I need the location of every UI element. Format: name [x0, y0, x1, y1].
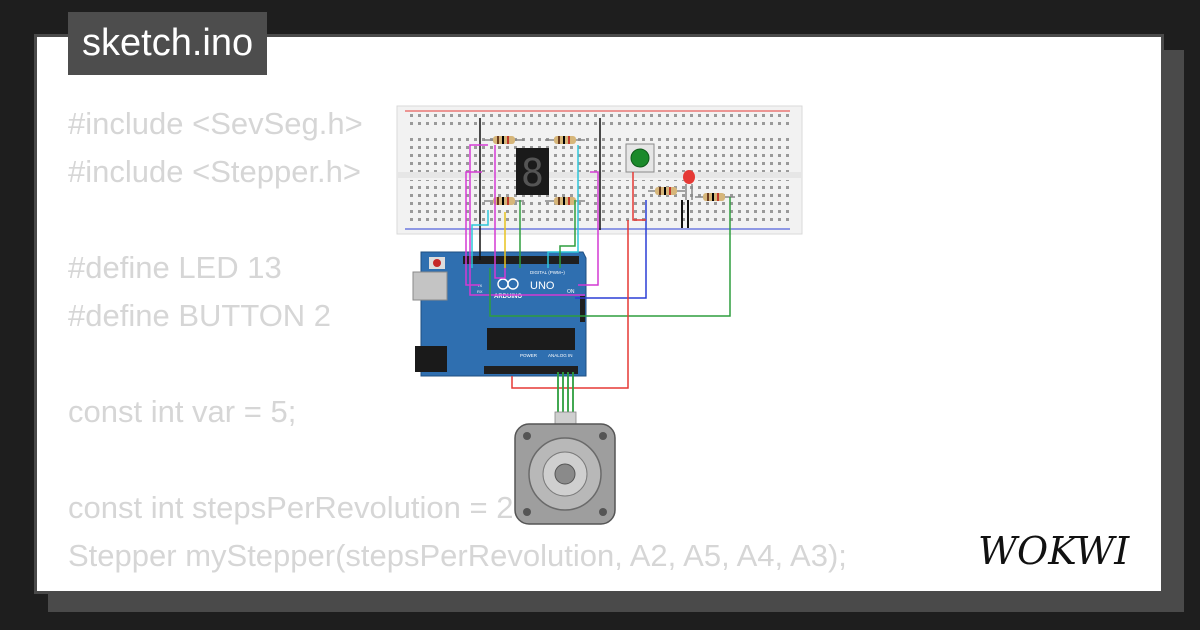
- wokwi-logo: WOKWI: [978, 529, 1130, 573]
- code-line: const int var = 5;: [68, 394, 297, 429]
- wire: [465, 171, 482, 286]
- usb-port: [412, 271, 448, 301]
- wire: [511, 220, 629, 389]
- stepper-wires: [554, 372, 577, 425]
- push-button: [625, 143, 655, 173]
- microcontroller-chip: [487, 328, 575, 350]
- analog-label: ANALOG IN: [548, 353, 573, 358]
- led: [683, 170, 695, 200]
- digital-label: DIGITAL (PWM~): [530, 270, 565, 275]
- wire: [547, 145, 579, 268]
- wire: [489, 197, 731, 317]
- wires: [465, 118, 731, 389]
- board-model-label: UNO: [530, 280, 555, 292]
- power-analog-header: [484, 366, 578, 374]
- arduino-uno-board: ARDUINO UNO DIGITAL (PWM~) POWER ANALOG …: [412, 251, 587, 377]
- seven-segment-display: 8: [516, 148, 549, 195]
- code-line: #define BUTTON 2: [68, 298, 332, 333]
- wire: [575, 200, 647, 299]
- code-line: #include <Stepper.h>: [68, 154, 362, 189]
- power-jack: [415, 346, 447, 372]
- power-label: POWER: [520, 353, 538, 358]
- code-listing: #include <SevSeg.h> #include <Stepper.h>…: [68, 100, 847, 580]
- seven-segment-digit: 8: [521, 151, 544, 195]
- resistor: [484, 197, 524, 205]
- file-tab[interactable]: sketch.ino: [68, 12, 268, 75]
- wire: [494, 145, 506, 279]
- on-label: ON: [567, 289, 575, 295]
- resistor: [545, 136, 585, 144]
- stepper-motor: [514, 423, 616, 525]
- code-line: #include <SevSeg.h>: [68, 106, 363, 141]
- wire: [632, 172, 646, 221]
- board-brand-label: ARDUINO: [494, 294, 522, 300]
- wire: [471, 210, 489, 268]
- digital-header: [463, 256, 579, 264]
- wire: [469, 144, 585, 296]
- wire: [578, 171, 599, 286]
- wokwi-logo-text: WOKWI: [978, 529, 1130, 573]
- resistor: [648, 187, 685, 195]
- resistor: [695, 193, 735, 201]
- rx-label: RX: [477, 289, 483, 294]
- code-line: #define LED 13: [68, 250, 282, 285]
- code-line: Stepper myStepper(stepsPerRevolution, A2…: [68, 538, 847, 573]
- wire: [559, 200, 576, 268]
- resistor: [484, 136, 524, 144]
